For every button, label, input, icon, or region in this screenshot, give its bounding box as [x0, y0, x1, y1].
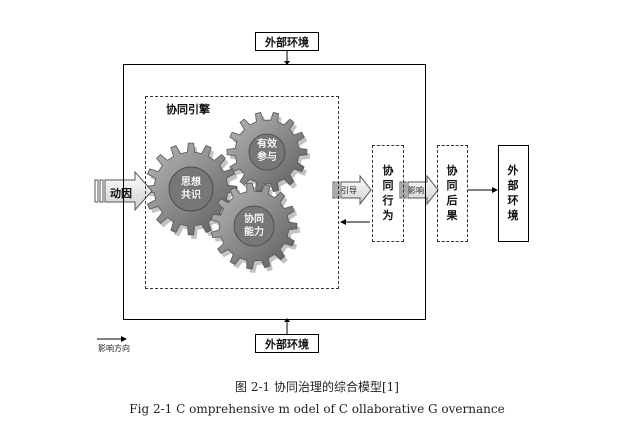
guide-label: 引导	[341, 186, 357, 195]
external-env-bottom: 外部环境	[255, 334, 319, 353]
external-env-right	[498, 145, 529, 242]
driver-arrow	[94, 170, 153, 212]
caption-cn: 图 2-1 协同治理的综合模型[1]	[235, 380, 399, 394]
system-boundary	[123, 64, 426, 320]
gear-capacity-label: 协同能力	[244, 214, 264, 238]
external-env-top-label: 外部环境	[265, 35, 309, 49]
gear-participation-label: 有效参与	[257, 139, 277, 163]
collaborative-action-label: 协同行为	[382, 164, 394, 222]
gear-thought-label: 思想共识	[181, 177, 201, 201]
gear-capacity-shape	[211, 182, 300, 273]
caption-en: Fig 2-1 C omprehensive m odel of C ollab…	[129, 402, 505, 416]
external-env-top: 外部环境	[255, 32, 319, 51]
collaborative-outcome-label: 协同后果	[446, 164, 458, 222]
engine-label: 协同引擎	[166, 103, 210, 116]
external-env-bottom-label: 外部环境	[265, 337, 309, 351]
collaborative-action-box	[372, 145, 404, 242]
external-env-right-label: 外部环境	[507, 164, 519, 222]
collaborative-outcome-box	[437, 145, 468, 242]
gear-participation-shape	[226, 112, 310, 196]
impact-label: 影响	[408, 186, 424, 195]
influence-direction-label: 影响方向	[98, 344, 130, 353]
guide-arrow	[332, 174, 372, 206]
impact-arrow	[399, 174, 439, 206]
driver-label: 动因	[110, 187, 132, 200]
collaborative-engine-box	[145, 96, 339, 289]
